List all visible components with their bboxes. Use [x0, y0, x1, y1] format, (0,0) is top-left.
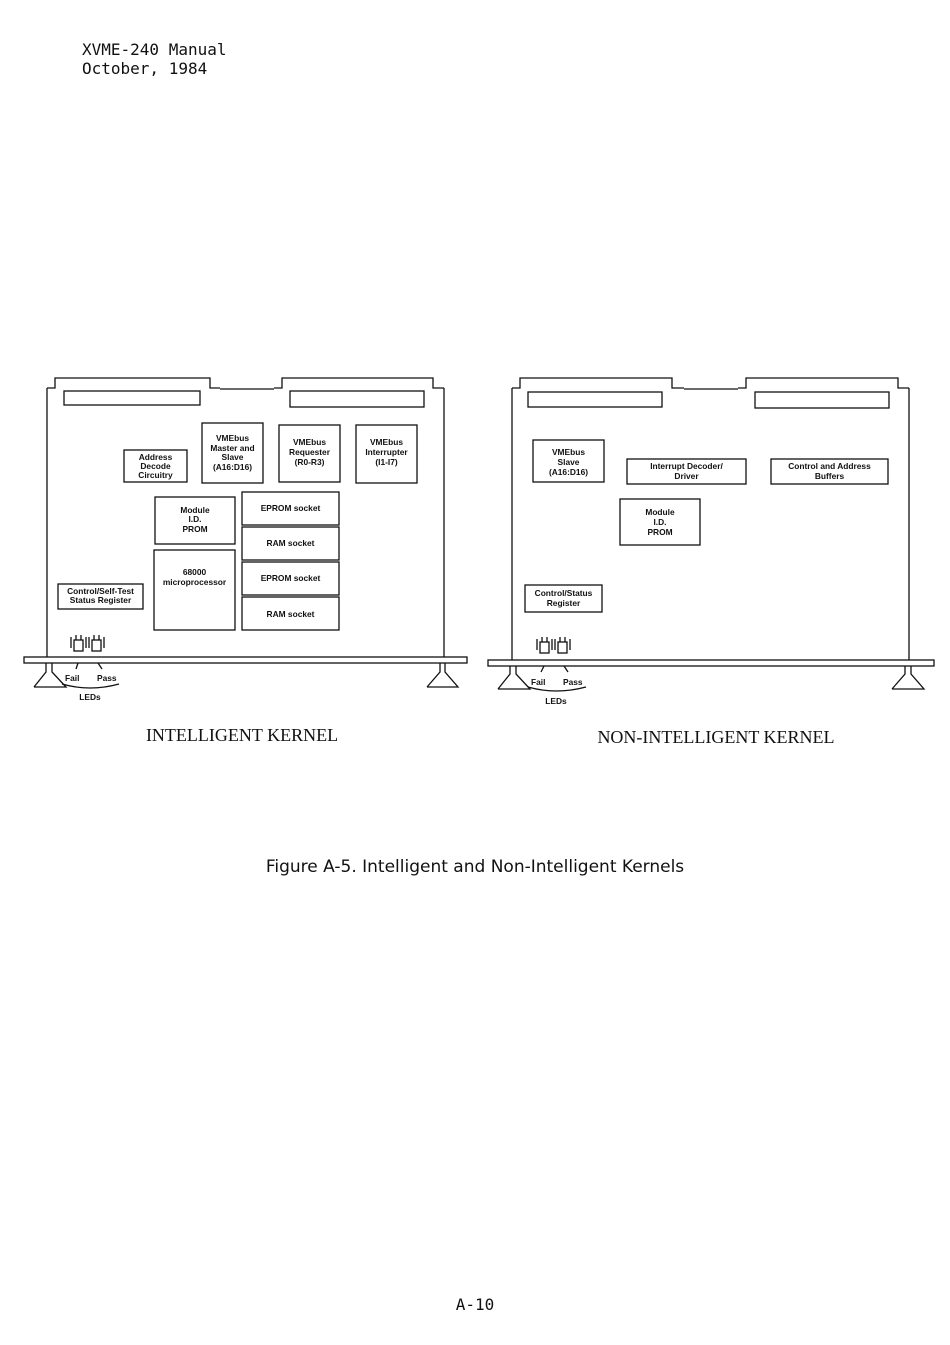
- vmebus-requester-line2: Requester: [289, 447, 331, 457]
- address-decode-line2: Decode: [140, 461, 171, 471]
- control-status-line1: Control/Status: [535, 588, 593, 598]
- eprom-socket-2-block: EPROM socket: [241, 561, 340, 596]
- fail-led-label: Fail: [65, 673, 79, 683]
- address-decode-block: Address Decode Circuitry: [123, 449, 188, 483]
- intelligent-kernel-caption: INTELLIGENT KERNEL: [145, 725, 339, 745]
- address-decode-line1: Address: [139, 452, 173, 462]
- manual-title: XVME-240 Manual: [82, 40, 227, 59]
- interrupt-decoder-line1: Interrupt Decoder/: [650, 461, 723, 471]
- pass-led-label: Pass: [97, 673, 117, 683]
- vmebus-slave-line1: VMEbus: [552, 447, 585, 457]
- control-status-block: Control/Status Register: [524, 584, 603, 613]
- interrupt-decoder-line2: Driver: [674, 471, 699, 481]
- vmebus-interrupter-line2: Interrupter: [365, 447, 408, 457]
- leds-label: LEDs: [79, 692, 101, 702]
- figure-caption: Figure A-5. Intelligent and Non-Intellig…: [265, 857, 685, 877]
- non-intelligent-kernel-caption: NON-INTELLIGENT KERNEL: [597, 727, 835, 747]
- manual-date: October, 1984: [82, 59, 208, 78]
- ni-module-id-prom-line2: I.D.: [653, 517, 666, 527]
- control-self-test-line2: Status Register: [70, 595, 132, 605]
- ram-socket-1-label: RAM socket: [267, 538, 315, 548]
- ni-fail-led-label: Fail: [531, 677, 545, 687]
- vmebus-slave-line2: Slave: [558, 457, 580, 467]
- page-number: A-10: [455, 1295, 495, 1314]
- non-intelligent-kernel-blocks: VMEbus Slave (A16:D16) Interrupt Decoder…: [524, 439, 889, 706]
- non-intelligent-kernel-board: [487, 377, 935, 692]
- control-address-buffers-line1: Control and Address: [788, 461, 871, 471]
- ni-module-id-prom-block: Module I.D. PROM: [619, 498, 701, 546]
- ni-module-id-prom-line1: Module: [645, 507, 675, 517]
- vmebus-interrupter-block: VMEbus Interrupter (I1-I7): [355, 424, 418, 484]
- microprocessor-block: 68000 microprocessor: [153, 549, 236, 631]
- vmebus-master-slave-line1: VMEbus: [216, 433, 249, 443]
- vmebus-requester-line1: VMEbus: [293, 437, 326, 447]
- control-address-buffers-line2: Buffers: [815, 471, 845, 481]
- eprom-socket-2-label: EPROM socket: [261, 573, 321, 583]
- control-address-buffers-block: Control and Address Buffers: [770, 458, 889, 485]
- microprocessor-line2: microprocessor: [163, 577, 227, 587]
- module-id-prom-line3: PROM: [182, 524, 207, 534]
- vmebus-interrupter-line3: (I1-I7): [375, 457, 398, 467]
- control-self-test-block: Control/Self-Test Status Register: [57, 583, 144, 610]
- vmebus-slave-block: VMEbus Slave (A16:D16): [532, 439, 605, 483]
- ni-pass-led-label: Pass: [563, 677, 583, 687]
- address-decode-line3: Circuitry: [138, 470, 173, 480]
- vmebus-requester-block: VMEbus Requester (R0-R3): [278, 424, 341, 483]
- vmebus-master-slave-block: VMEbus Master and Slave (A16:D16): [201, 422, 264, 484]
- vmebus-master-slave-line4: (A16:D16): [213, 462, 252, 472]
- intelligent-kernel-board: [23, 377, 468, 689]
- ram-socket-1-block: RAM socket: [241, 526, 340, 561]
- intelligent-kernel-blocks: Address Decode Circuitry VMEbus Master a…: [57, 422, 418, 702]
- control-self-test-line1: Control/Self-Test: [67, 586, 134, 596]
- interrupt-decoder-block: Interrupt Decoder/ Driver: [626, 458, 747, 485]
- eprom-socket-1-block: EPROM socket: [241, 491, 340, 526]
- ram-socket-2-label: RAM socket: [267, 609, 315, 619]
- vmebus-slave-line3: (A16:D16): [549, 467, 588, 477]
- module-id-prom-line2: I.D.: [188, 514, 201, 524]
- ni-leds-label: LEDs: [545, 696, 567, 706]
- eprom-socket-1-label: EPROM socket: [261, 503, 321, 513]
- vmebus-master-slave-line2: Master and: [210, 443, 254, 453]
- vmebus-interrupter-line1: VMEbus: [370, 437, 403, 447]
- ni-module-id-prom-line3: PROM: [647, 527, 672, 537]
- module-id-prom-block: Module I.D. PROM: [154, 496, 236, 545]
- vmebus-master-slave-line3: Slave: [222, 452, 244, 462]
- document-header: XVME-240 Manual October, 1984: [82, 40, 227, 78]
- vmebus-requester-line3: (R0-R3): [295, 457, 325, 467]
- control-status-line2: Register: [547, 598, 581, 608]
- microprocessor-line1: 68000: [183, 567, 207, 577]
- module-id-prom-line1: Module: [180, 505, 210, 515]
- ram-socket-2-block: RAM socket: [241, 596, 340, 631]
